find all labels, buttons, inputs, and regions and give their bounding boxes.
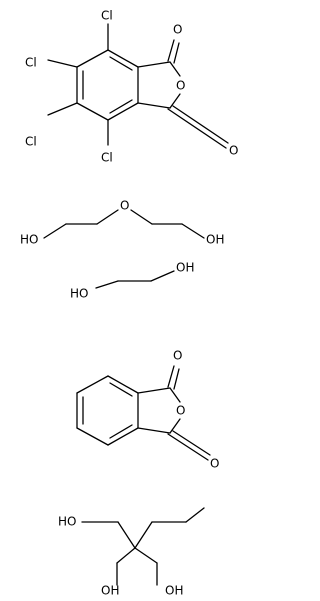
bond bbox=[185, 507, 205, 523]
bond bbox=[109, 99, 133, 114]
bond bbox=[107, 49, 139, 68]
atom-label-ho: HO bbox=[58, 515, 76, 529]
bond bbox=[134, 521, 153, 549]
bond bbox=[167, 365, 175, 388]
bond bbox=[95, 280, 119, 289]
atom-label-o: O bbox=[173, 349, 182, 363]
bond bbox=[167, 39, 175, 62]
atom-label-o: O bbox=[229, 144, 238, 158]
chemical-structures-diagram: Cl Cl Cl Cl O O O HO O OH HO OH bbox=[20, 9, 238, 598]
diethylene-glycol: HO O OH bbox=[20, 199, 224, 247]
bond bbox=[47, 59, 78, 68]
ethylene-glycol: HO OH bbox=[70, 261, 194, 301]
bond bbox=[43, 223, 67, 239]
bond bbox=[117, 521, 136, 549]
trimethylolpropane: HO OH OH bbox=[58, 507, 205, 598]
bond bbox=[169, 93, 181, 109]
bond bbox=[76, 427, 109, 446]
atom-label-oh: OH bbox=[176, 261, 194, 275]
atom-label-cl: Cl bbox=[101, 151, 113, 165]
bond bbox=[47, 102, 78, 116]
atom-label-cl: Cl bbox=[25, 135, 37, 149]
bond bbox=[109, 382, 133, 397]
bond bbox=[169, 418, 181, 434]
atom-label-o: O bbox=[210, 457, 219, 471]
tetrachlorophthalic-anhydride: Cl Cl Cl Cl O O O bbox=[25, 9, 238, 165]
bond bbox=[167, 433, 209, 461]
bond bbox=[150, 270, 175, 282]
bond bbox=[169, 387, 181, 403]
bond bbox=[130, 209, 153, 225]
atom-label-oh: OH bbox=[206, 233, 224, 247]
bond bbox=[76, 49, 109, 68]
atom-label-o: O bbox=[120, 199, 129, 213]
bond bbox=[173, 42, 180, 64]
atom-label-o: O bbox=[173, 23, 182, 37]
atom-label-cl: Cl bbox=[25, 56, 37, 70]
bond bbox=[76, 375, 109, 394]
bond bbox=[107, 427, 139, 446]
bond bbox=[116, 547, 136, 564]
bond bbox=[76, 102, 109, 121]
bond bbox=[96, 209, 119, 225]
bond bbox=[181, 223, 205, 239]
atom-label-cl: Cl bbox=[101, 9, 113, 23]
bond bbox=[107, 102, 139, 121]
bond bbox=[167, 108, 227, 149]
bond bbox=[109, 424, 133, 439]
bond bbox=[137, 61, 171, 68]
atom-label-ho: HO bbox=[20, 233, 38, 247]
bond bbox=[172, 430, 211, 456]
atom-label-o: O bbox=[176, 404, 185, 418]
atom-label-ho: HO bbox=[70, 287, 88, 301]
bond bbox=[169, 61, 181, 77]
bond bbox=[137, 102, 171, 109]
atom-label-oh: OH bbox=[101, 584, 119, 598]
phthalic-anhydride: O O O bbox=[76, 349, 219, 471]
bond bbox=[172, 105, 229, 144]
bond bbox=[109, 56, 133, 71]
bond bbox=[137, 427, 171, 434]
bond bbox=[107, 375, 139, 394]
bond bbox=[173, 368, 180, 390]
bond bbox=[137, 387, 171, 394]
bond bbox=[134, 547, 158, 564]
atom-label-o: O bbox=[176, 79, 185, 93]
atom-label-oh: OH bbox=[165, 584, 183, 598]
